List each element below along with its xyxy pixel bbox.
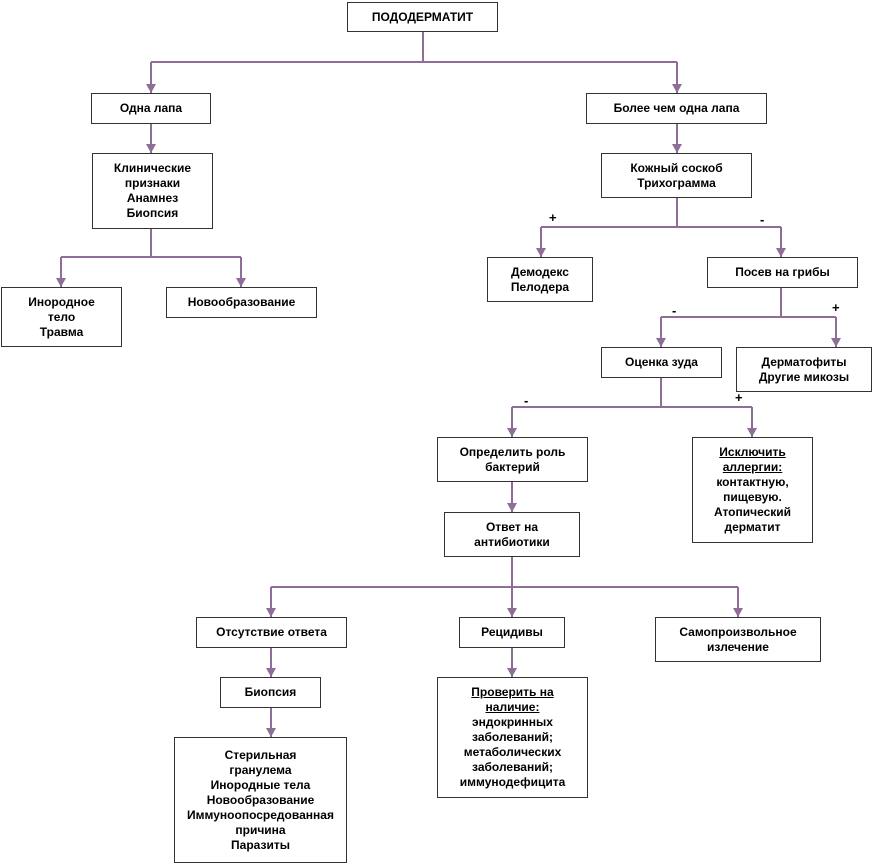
connector-to-itch-assessment-arrowhead: [656, 338, 666, 347]
connector-to-spontaneous-cure-arrowhead: [733, 608, 743, 617]
connector-to-fungal-culture-arrowhead: [776, 248, 786, 257]
edge-sign-allergy-plus: +: [735, 390, 743, 405]
connector-to-neoplasm-arrowhead: [236, 278, 246, 287]
edge-sign-fungal-minus: -: [760, 212, 765, 227]
connector-to-exclude-allergy-arrowhead: [747, 428, 757, 437]
connector-to-relapses-arrowhead: [507, 608, 517, 617]
outcomes-text-line: Инородные тела: [210, 777, 311, 792]
connector-to-clinical-arrowhead: [146, 144, 156, 153]
no-response-text-line: Отсутствие ответа: [216, 625, 327, 639]
node-one-paw: Одна лапа: [91, 93, 211, 124]
edge-sign-dermatophytes-plus: +: [832, 300, 840, 315]
dermatophytes-text-line: Другие микозы: [758, 369, 850, 384]
connector-to-dermatophytes-arrowhead: [831, 338, 841, 347]
outcomes-text-line: гранулема: [229, 762, 292, 777]
outcomes-text-line: Паразиты: [231, 837, 290, 852]
outcomes-text-line: причина: [235, 822, 286, 837]
node-itch-assessment: Оценка зуда: [601, 347, 722, 378]
check-for-text-line: заболеваний;: [472, 730, 553, 744]
clinical-text-line: Анамнез: [126, 191, 179, 205]
check-for-text-line: эндокринных: [472, 715, 553, 729]
node-root: ПОДОДЕРМАТИТ: [347, 2, 498, 32]
bacteria-role-text-line: Определить роль: [459, 444, 566, 459]
exclude-allergy-text-line: контактную,: [716, 475, 789, 489]
node-neoplasm: Новообразование: [166, 287, 317, 318]
connector-to-outcomes-arrowhead: [266, 728, 276, 737]
dermatophytes-text-line: Дерматофиты: [761, 354, 847, 369]
node-more-paws: Более чем одна лапа: [586, 93, 767, 124]
connector-to-skin-scraping-arrowhead: [672, 144, 682, 153]
connector-to-biopsy-arrowhead: [266, 668, 276, 677]
demodex-text-line: Пелодера: [510, 279, 570, 294]
clinical-text-line: признаки: [124, 176, 181, 190]
edge-sign-demodex-plus: +: [549, 210, 557, 225]
check-for-text-line: наличие:: [485, 700, 540, 714]
foreign-body-text-line: Травма: [39, 324, 84, 339]
skin-scraping-text-line: Трихограмма: [637, 175, 716, 190]
node-relapses: Рецидивы: [459, 617, 565, 648]
outcomes-text-line: Новообразование: [206, 792, 315, 807]
more-paws-text-line: Более чем одна лапа: [613, 101, 740, 115]
node-no-response: Отсутствие ответа: [196, 617, 347, 648]
check-for-text-line: иммунодефицита: [459, 775, 566, 789]
edge-sign-itch-minus: -: [672, 303, 677, 318]
exclude-allergy-text-line: пищевую.: [723, 490, 782, 504]
foreign-body-text-line: тело: [47, 309, 76, 324]
demodex-text-line: Демодекс: [511, 264, 569, 279]
spontaneous-cure-text-line: Самопроизвольное: [679, 624, 797, 639]
fungal-culture-text-line: Посев на грибы: [735, 265, 830, 279]
node-fungal-culture: Посев на грибы: [707, 257, 858, 288]
foreign-body-text-line: Инородное: [28, 294, 95, 309]
neoplasm-text-line: Новообразование: [187, 295, 296, 309]
connector-to-foreign-body-arrowhead: [56, 278, 66, 287]
connector-to-more-paws-arrowhead: [672, 84, 682, 93]
clinical-text-line: Клинические: [113, 161, 192, 175]
connector-to-demodex-arrowhead: [536, 248, 546, 257]
exclude-allergy-text-line: дерматит: [724, 520, 781, 534]
root-text-line: ПОДОДЕРМАТИТ: [371, 9, 474, 24]
clinical-text-line: Биопсия: [126, 206, 179, 220]
outcomes-text-line: Иммуноопосредованная: [187, 807, 334, 822]
skin-scraping-text-line: Кожный соскоб: [630, 160, 723, 175]
spontaneous-cure-text-line: излечение: [707, 639, 769, 654]
relapses-text-line: Рецидивы: [481, 625, 543, 639]
exclude-allergy-text-line: аллергии:: [722, 460, 783, 474]
antibiotic-response-text-line: Ответ на: [485, 519, 539, 534]
bacteria-role-text-line: бактерий: [485, 459, 540, 474]
one-paw-text-line: Одна лапа: [119, 101, 183, 115]
connector-to-antibiotic-response-arrowhead: [507, 503, 517, 512]
outcomes-text-line: Стерильная: [224, 747, 297, 762]
check-for-text-line: заболеваний;: [472, 760, 553, 774]
exclude-allergy-text-line: Атопический: [713, 505, 792, 519]
node-biopsy: Биопсия: [220, 677, 321, 708]
check-for-text-line: Проверить на: [471, 685, 554, 699]
biopsy-text-line: Биопсия: [244, 685, 297, 699]
antibiotic-response-text-line: антибиотики: [474, 534, 550, 549]
edge-sign-bacteria-minus: -: [524, 393, 529, 408]
connector-to-no-response-arrowhead: [266, 608, 276, 617]
check-for-text-line: метаболических: [463, 745, 562, 759]
connector-to-one-paw-arrowhead: [146, 84, 156, 93]
itch-assessment-text-line: Оценка зуда: [625, 355, 698, 369]
connector-to-bacteria-role-arrowhead: [507, 428, 517, 437]
connector-to-check-for-arrowhead: [507, 668, 517, 677]
exclude-allergy-text-line: Исключить: [719, 445, 786, 459]
